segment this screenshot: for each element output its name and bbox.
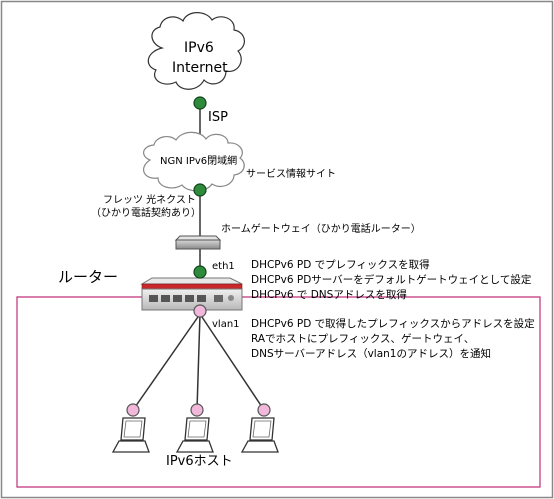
flets-label-line2: （ひかり電話契約あり） <box>91 208 201 219</box>
vlan1-interface-dot <box>193 304 207 318</box>
host-left-dot <box>126 403 140 417</box>
eth1-label: eth1 <box>212 261 235 272</box>
eth1-note-3: DHCPv6 で DNSアドレスを取得 <box>251 289 407 301</box>
home-gateway-label: ホームゲートウェイ（ひかり電話ルーター） <box>221 224 421 235</box>
vlan1-note-3: DNSサーバーアドレス（vlan1のアドレス）を通知 <box>251 348 491 360</box>
vlan1-note-1: DHCPv6 PD で取得したプレフィックスからアドレスを設定 <box>251 318 535 330</box>
isp-label: ISP <box>208 110 228 125</box>
eth1-interface-dot <box>193 265 207 279</box>
eth1-note-1: DHCPv6 PD でプレフィックスを取得 <box>251 259 430 271</box>
host-center-dot <box>190 403 204 417</box>
laptop-left <box>111 417 150 453</box>
ngn-interface-dot <box>193 183 207 197</box>
internet-cloud <box>147 12 245 90</box>
vlan1-label: vlan1 <box>212 319 240 330</box>
laptop-center <box>175 417 214 453</box>
lan-boundary <box>16 296 541 488</box>
internet-label-line2: Internet <box>172 60 228 76</box>
home-gateway-device <box>174 235 222 250</box>
router-label: ルーター <box>58 268 119 286</box>
link-host-right <box>199 313 265 411</box>
laptop-right <box>240 417 279 453</box>
router-device <box>140 277 243 311</box>
link-host-center <box>196 313 201 411</box>
hosts-label: IPv6ホスト <box>166 454 233 469</box>
eth1-note-2: DHCPv6 PDサーバーをデフォルトゲートウェイとして設定 <box>251 274 532 286</box>
internet-label-line1: IPv6 <box>184 40 214 56</box>
link-host-left <box>132 313 201 411</box>
flets-label-line1: フレッツ 光ネクスト <box>103 195 196 206</box>
service-site-label: サービス情報サイト <box>246 169 336 180</box>
ngn-cloud <box>142 131 245 192</box>
ngn-label: NGN IPv6閉域網 <box>160 156 238 167</box>
vlan1-note-2: RAでホストにプレフィックス、ゲートウェイ、 <box>251 333 475 345</box>
isp-interface-dot <box>193 96 207 110</box>
host-right-dot <box>257 403 271 417</box>
